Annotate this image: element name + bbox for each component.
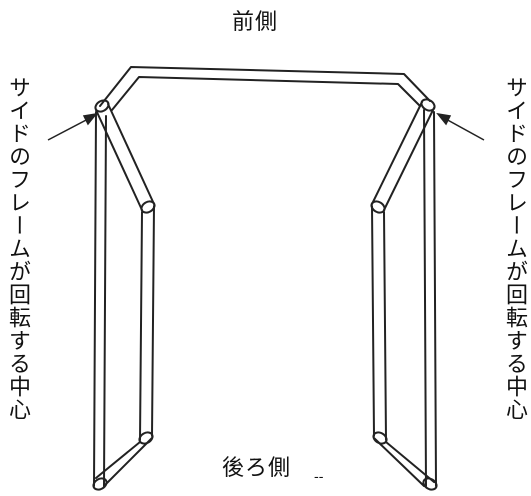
left-rotation-center-label: サイドのフレームが回転する中心 (5, 76, 30, 421)
right-lower-arm (373, 437, 438, 491)
left-back-post (93, 111, 107, 487)
right-front-post (371, 205, 388, 445)
left-front-post (138, 205, 155, 445)
front-top-bar (99, 66, 431, 111)
left-upper-arm (94, 99, 156, 214)
back-side-label: 後ろ側 (222, 456, 292, 481)
left-lower-arm (92, 437, 153, 491)
left-pointer-arrow (47, 112, 98, 141)
right-upper-arm (370, 98, 436, 214)
right-pointer-arrow (436, 112, 485, 141)
back-side-dash: -- (314, 469, 324, 485)
right-rotation-center-label: サイドのフレームが回転する中心 (502, 76, 527, 421)
right-back-post (423, 109, 437, 487)
front-side-label: 前側 (232, 10, 279, 35)
